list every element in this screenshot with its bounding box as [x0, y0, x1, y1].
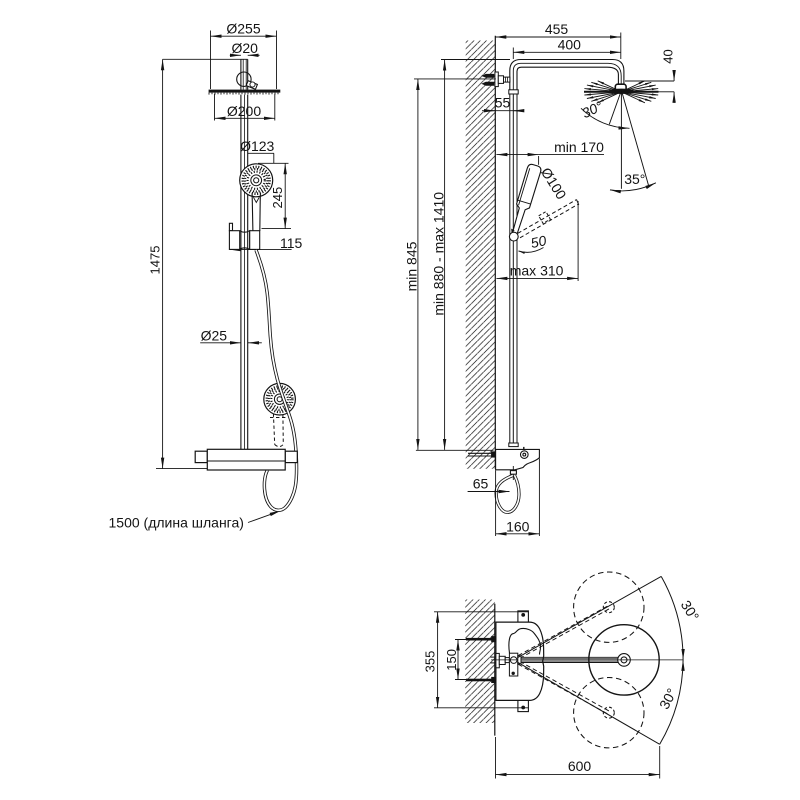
svg-text:Ø20: Ø20: [231, 40, 258, 56]
svg-text:30°: 30°: [678, 597, 703, 623]
svg-text:245: 245: [270, 187, 285, 209]
svg-text:40: 40: [660, 49, 675, 63]
svg-text:min 880 - max 1410: min 880 - max 1410: [430, 192, 446, 316]
svg-text:min 170: min 170: [554, 139, 604, 155]
svg-text:1500 (длина шланга): 1500 (длина шланга): [109, 514, 244, 530]
svg-text:min 845: min 845: [404, 241, 420, 291]
svg-text:max 310: max 310: [510, 263, 564, 279]
svg-text:Ø100: Ø100: [538, 165, 570, 203]
svg-text:115: 115: [280, 235, 303, 251]
svg-text:65: 65: [473, 476, 489, 492]
svg-text:55: 55: [495, 95, 511, 111]
svg-text:1475: 1475: [148, 246, 163, 275]
svg-text:Ø25: Ø25: [201, 328, 228, 344]
svg-text:400: 400: [558, 37, 582, 53]
svg-text:160: 160: [506, 518, 530, 534]
svg-text:35°: 35°: [624, 171, 645, 187]
svg-text:Ø255: Ø255: [226, 21, 260, 37]
svg-text:455: 455: [545, 21, 569, 37]
svg-text:150: 150: [444, 649, 459, 671]
svg-text:50: 50: [529, 232, 548, 251]
svg-text:600: 600: [568, 758, 592, 774]
svg-text:Ø200: Ø200: [227, 103, 261, 119]
svg-text:Ø123: Ø123: [240, 138, 274, 154]
svg-text:355: 355: [423, 651, 438, 673]
